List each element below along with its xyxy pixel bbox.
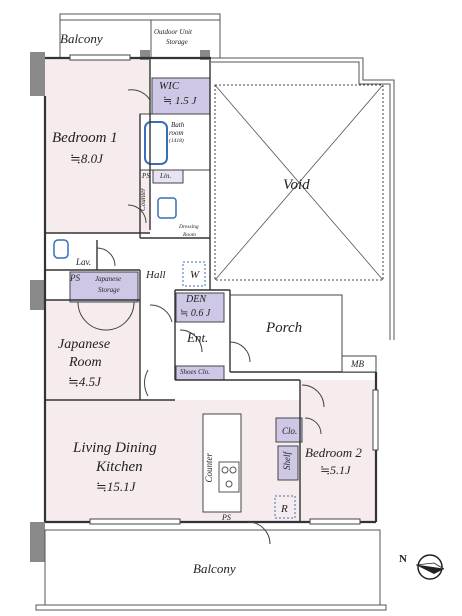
compass-label: N <box>399 553 407 565</box>
bedroom1-area: ≒8.0 <box>70 151 98 166</box>
dressing-label-2: Room <box>183 232 196 238</box>
bedroom2-label: Bedroom 2 <box>305 445 362 460</box>
japanese-room-fill <box>45 300 140 400</box>
sink-dressing <box>157 197 177 219</box>
ps3-label: PS <box>222 513 231 522</box>
porch-outline <box>230 294 343 356</box>
burner-1 <box>221 466 229 474</box>
burner-2 <box>229 466 237 474</box>
outdoor-unit-label-1: Outdoor Unit <box>154 28 192 36</box>
wic-fill <box>151 77 211 115</box>
den-fill <box>175 292 225 323</box>
balcony-top-label: Balcony <box>60 31 103 46</box>
bedroom1-unit: J <box>97 151 103 166</box>
void-cross-2 <box>214 84 384 281</box>
ps1-label: PS <box>142 172 150 180</box>
burner-3 <box>225 480 233 488</box>
den-label: DEN <box>186 294 206 305</box>
japanese-room-label-2: Room <box>69 355 102 370</box>
bathtub <box>144 121 168 165</box>
fridge-outline <box>274 495 296 519</box>
dressing-label-1: Dressing <box>179 224 199 230</box>
den-area: ≒ 0.6 <box>180 308 204 319</box>
stove <box>218 461 240 493</box>
wic-unit: J <box>191 95 197 107</box>
entrance-label: Ent. <box>187 330 209 345</box>
outer-walls <box>30 50 210 562</box>
doors <box>77 89 325 545</box>
void-label: Void <box>283 177 310 193</box>
counter2-label: Counter <box>204 453 214 483</box>
japanese-room-label-1: Japanese <box>58 337 111 352</box>
washer-label: W <box>190 269 200 281</box>
balcony-bottom-rail <box>35 604 387 611</box>
ldk-area: ≒15.1 <box>96 479 130 494</box>
mb-label: MB <box>351 359 364 369</box>
toilet <box>53 239 69 259</box>
shelf-fill <box>277 445 299 481</box>
japanese-room-unit: J <box>95 374 101 389</box>
lin-label: Lin. <box>160 172 172 180</box>
ldk-unit: J <box>129 479 136 494</box>
shoes-label: Shoes Clo. <box>180 368 210 376</box>
balcony-bottom-label: Balcony <box>193 561 236 576</box>
bedroom1-fill <box>45 58 150 233</box>
japanese-room-area: ≒4.5 <box>68 374 96 389</box>
bathroom-label-2: room <box>169 129 184 137</box>
outdoor-unit-label-2: Storage <box>166 38 188 46</box>
japanese-storage-fill <box>69 271 139 303</box>
bedroom2-fill <box>300 380 376 522</box>
bedroom2-area: ≒5.1 <box>320 463 346 477</box>
hall-label: Hall <box>146 269 166 281</box>
bedroom1-label: Bedroom 1 <box>52 130 118 146</box>
bathroom-label-1: Bath <box>171 121 185 129</box>
void-outer-rail <box>211 57 395 340</box>
void-inner-rail <box>211 61 391 340</box>
lav-label: Lav. <box>76 257 92 267</box>
mb-box <box>341 355 377 373</box>
wic-label: WIC <box>159 80 180 92</box>
japanese-storage-label-1: Japanese <box>95 275 122 283</box>
ldk-fill <box>45 400 300 522</box>
den-unit: J <box>205 308 211 319</box>
counter1-label: Counter <box>139 188 147 211</box>
closet-label: Clo. <box>282 426 298 436</box>
bedroom2-unit: J <box>345 463 351 477</box>
wic-area: ≒ 1.5 <box>163 95 189 107</box>
balcony-bottom-area <box>44 529 381 609</box>
bathroom-size: (1418) <box>169 138 184 144</box>
ldk-label-2: Kitchen <box>96 459 143 475</box>
ps2-label: PS <box>70 273 80 283</box>
north-arrow-icon <box>415 554 445 580</box>
closet-fill <box>275 417 303 443</box>
washer-outline <box>182 261 206 287</box>
windows <box>69 54 379 525</box>
japanese-storage-label-2: Storage <box>98 286 120 294</box>
porch-label: Porch <box>266 320 303 336</box>
shelf-label: Shelf <box>282 452 292 470</box>
ldk-label-1: Living Dining <box>73 440 157 456</box>
refrigerator-label: R <box>281 503 288 515</box>
balcony-top-rail <box>59 13 221 21</box>
